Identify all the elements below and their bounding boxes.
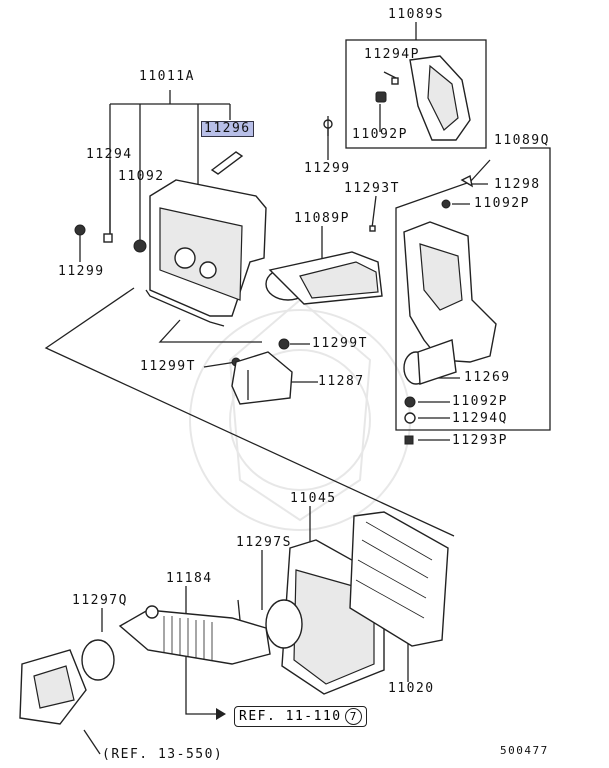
label-11287: 11287 [318,374,365,389]
label-11294Q: 11294Q [452,411,508,426]
diagram-id: 500477 [500,744,549,757]
air-cleaner-case-11011A [74,151,267,327]
label-11299-left: 11299 [58,264,105,279]
label-11089S: 11089S [388,7,444,22]
resonator-11089Q [403,174,497,445]
label-11092: 11092 [118,169,165,184]
callout-lines [44,22,551,755]
label-11020: 11020 [388,681,435,696]
label-11092P-r2: 11092P [452,394,508,409]
ref-arrow [216,708,226,720]
label-11299-mid: 11299 [304,161,351,176]
label-11296-highlighted[interactable]: 11296 [201,121,254,137]
filter-element-11020 [349,511,449,647]
label-11092P-top: 11092P [352,127,408,142]
label-11269: 11269 [464,370,511,385]
label-11297S: 11297S [236,535,292,550]
label-11089Q: 11089Q [494,133,550,148]
label-11045: 11045 [290,491,337,506]
label-11299T-left: 11299T [140,359,196,374]
label-11293P: 11293P [452,433,508,448]
label-11294: 11294 [86,147,133,162]
kit-box-11089S [345,39,487,149]
ref-11-110-circle-number: 7 [344,708,362,725]
label-11298: 11298 [494,177,541,192]
label-11089P: 11089P [294,211,350,226]
throttle-body-ref [19,639,115,725]
label-11011A: 11011A [139,69,195,84]
label-11092P-r1: 11092P [474,196,530,211]
label-11184: 11184 [166,571,213,586]
ref-11-110-text: REF. 11-110 [239,709,342,724]
label-11297Q: 11297Q [72,593,128,608]
ref-13-550[interactable]: (REF. 13-550) [102,747,224,762]
air-duct-11089P [265,251,383,305]
bracket-11287 [231,351,293,405]
resonator-11089S [375,55,471,141]
label-11294P: 11294P [364,47,420,62]
label-11293T: 11293T [344,181,400,196]
intake-hose-11184 [118,599,271,665]
label-11299T-right: 11299T [312,336,368,351]
